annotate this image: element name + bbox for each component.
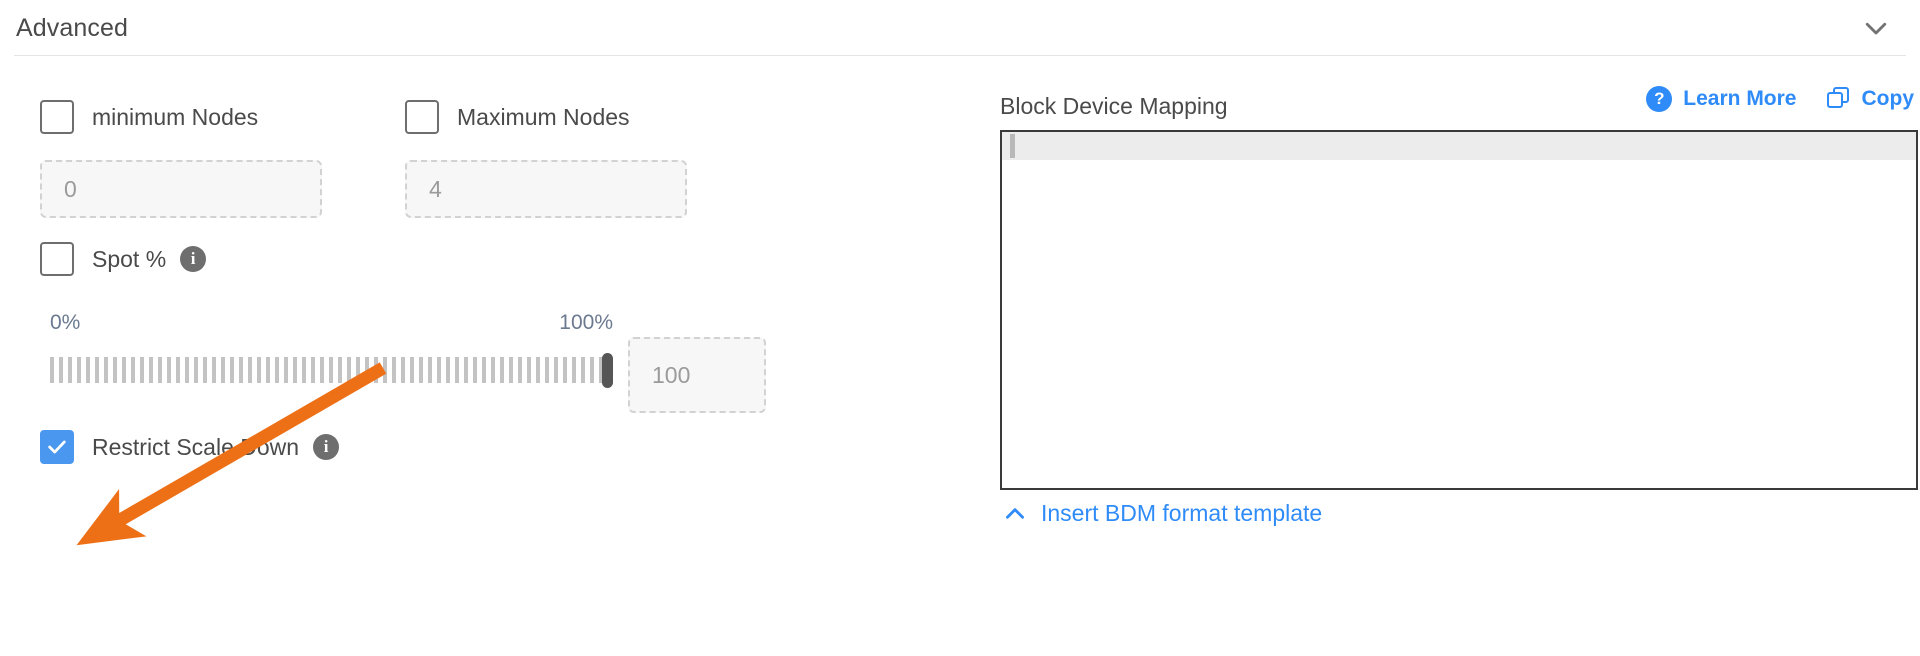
editor-caret: [1010, 134, 1015, 158]
bdm-title: Block Device Mapping: [1000, 92, 1228, 119]
max-nodes-label: Maximum Nodes: [457, 103, 630, 130]
bdm-header: Block Device Mapping: [1000, 89, 1920, 123]
info-icon[interactable]: i: [313, 434, 340, 460]
learn-more-button[interactable]: ? Learn More: [1646, 86, 1797, 112]
copy-button[interactable]: Copy: [1826, 87, 1915, 111]
spot-percent-slider-group: 0% 100%: [50, 311, 615, 388]
check-icon: [48, 440, 66, 454]
slider-max-label: 100%: [559, 311, 613, 334]
chevron-up-icon: [1002, 501, 1028, 527]
learn-more-label: Learn More: [1683, 87, 1797, 110]
min-nodes-input[interactable]: 0: [40, 160, 322, 218]
insert-bdm-template-label: Insert BDM format template: [1041, 500, 1323, 526]
max-nodes-checkbox[interactable]: [405, 100, 439, 134]
question-circle-icon: ?: [1646, 86, 1673, 112]
min-nodes-label: minimum Nodes: [92, 103, 259, 130]
restrict-scale-down-row: Restrict Scale Down i: [40, 430, 340, 464]
min-nodes-row: minimum Nodes: [40, 100, 258, 134]
insert-bdm-template-button[interactable]: Insert BDM format template: [1002, 500, 1322, 527]
slider-min-label: 0%: [50, 311, 81, 334]
restrict-scale-down-checkbox[interactable]: [40, 430, 74, 464]
chevron-down-icon[interactable]: [1856, 8, 1896, 48]
block-device-mapping-panel: Block Device Mapping ? Learn More Copy: [1000, 56, 1920, 656]
left-column: minimum Nodes 0 Maximum Nodes 4 Spot % i…: [0, 56, 980, 656]
min-nodes-checkbox[interactable]: [40, 100, 74, 134]
section-header: Advanced: [0, 0, 1920, 56]
spot-percent-row: Spot % i: [40, 242, 207, 276]
spot-percent-checkbox[interactable]: [40, 242, 74, 276]
spot-percent-value: 100: [652, 361, 691, 388]
restrict-scale-down-label: Restrict Scale Down: [92, 433, 300, 460]
bdm-actions: ? Learn More Copy: [1646, 86, 1914, 112]
copy-icon: [1826, 87, 1851, 111]
info-icon[interactable]: i: [180, 246, 207, 272]
slider-thumb[interactable]: [602, 353, 613, 388]
max-nodes-row: Maximum Nodes: [405, 100, 630, 134]
editor-active-line: [1002, 132, 1916, 160]
max-nodes-input[interactable]: 4: [405, 160, 687, 218]
spot-percent-slider[interactable]: [50, 353, 615, 388]
header-divider: [14, 55, 1906, 56]
max-nodes-input-value: 4: [429, 175, 442, 202]
spot-percent-label: Spot %: [92, 245, 167, 272]
copy-label: Copy: [1861, 87, 1915, 110]
slider-ticks: [50, 357, 615, 383]
page-title: Advanced: [16, 13, 128, 42]
bdm-editor[interactable]: [1000, 130, 1918, 490]
slider-range-labels: 0% 100%: [50, 311, 615, 341]
min-nodes-input-value: 0: [64, 175, 77, 202]
spot-percent-value-input[interactable]: 100: [628, 337, 766, 413]
